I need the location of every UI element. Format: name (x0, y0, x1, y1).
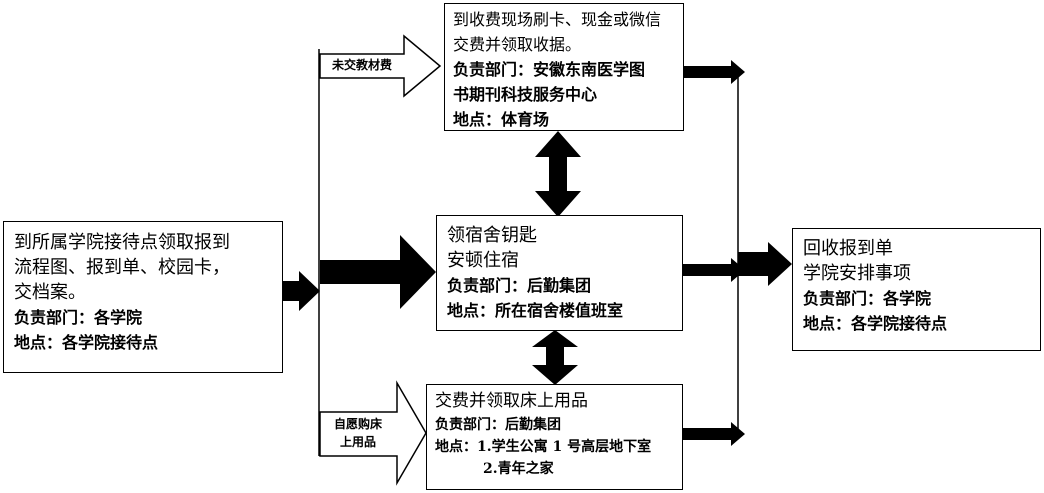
fee-place: 地点：体育场 (453, 110, 550, 129)
bedding-place2: 2.青年之家 (483, 461, 554, 477)
bedding-line1: 交费并领取床上用品 (435, 391, 588, 411)
dorm-line2: 安顿住宿 (447, 250, 519, 271)
bedding-place1: 地点：1.学生公寓 1 号高层地下室 (435, 439, 652, 455)
start-line1: 到所属学院接待点领取报到 (14, 232, 230, 253)
unpaid-label: 未交教材费 (331, 58, 392, 72)
optional-label-line2: 上用品 (339, 435, 376, 449)
end-line1: 回收报到单 (803, 238, 893, 259)
dorm-arrow (320, 235, 436, 309)
unpaid-arrow (319, 34, 442, 98)
start-line2: 流程图、报到单、校园卡， (14, 257, 230, 278)
fee-dept2: 书期刊科技服务中心 (453, 85, 598, 104)
start-dept: 负责部门：各学院 (14, 308, 143, 327)
dorm-dept: 负责部门：后勤集团 (447, 276, 592, 295)
fee-dorm-double-arrow (535, 131, 581, 217)
end-line2: 学院安排事项 (803, 263, 911, 284)
start-line3: 交档案。 (14, 282, 86, 303)
optional-label: 自愿购床 上用品 (326, 415, 390, 451)
dorm-box: 领宿舍钥匙 安顿住宿 负责部门：后勤集团 地点：所在宿舍楼值班室 (436, 215, 683, 331)
fee-out-arrow (683, 60, 745, 84)
dorm-bedding-double-arrow (532, 330, 578, 385)
dorm-line1: 领宿舍钥匙 (447, 225, 537, 246)
end-place: 地点：各学院接待点 (803, 314, 948, 333)
fee-line1: 到收费现场刷卡、现金或微信 (453, 10, 662, 29)
end-box: 回收报到单 学院安排事项 负责部门：各学院 地点：各学院接待点 (792, 228, 1041, 351)
optional-label-line1: 自愿购床 (333, 417, 382, 431)
bedding-out-arrow (683, 422, 745, 446)
start-arrow (283, 271, 320, 311)
bedding-dept: 负责部门：后勤集团 (435, 417, 561, 433)
fee-box: 到收费现场刷卡、现金或微信 交费并领取收据。 负责部门：安徽东南医学图 书期刊科… (444, 3, 684, 131)
start-box: 到所属学院接待点领取报到 流程图、报到单、校园卡， 交档案。 负责部门：各学院 … (3, 221, 283, 373)
dorm-out-arrow (683, 258, 745, 282)
end-arrow (738, 242, 792, 286)
optional-arrow (319, 380, 427, 486)
dorm-place: 地点：所在宿舍楼值班室 (447, 301, 624, 320)
fee-dept1: 负责部门：安徽东南医学图 (453, 60, 646, 79)
start-place: 地点：各学院接待点 (14, 333, 159, 352)
bedding-box: 交费并领取床上用品 负责部门：后勤集团 地点：1.学生公寓 1 号高层地下室 2… (426, 384, 683, 490)
end-dept: 负责部门：各学院 (803, 289, 932, 308)
fee-line2: 交费并领取收据。 (453, 35, 582, 54)
